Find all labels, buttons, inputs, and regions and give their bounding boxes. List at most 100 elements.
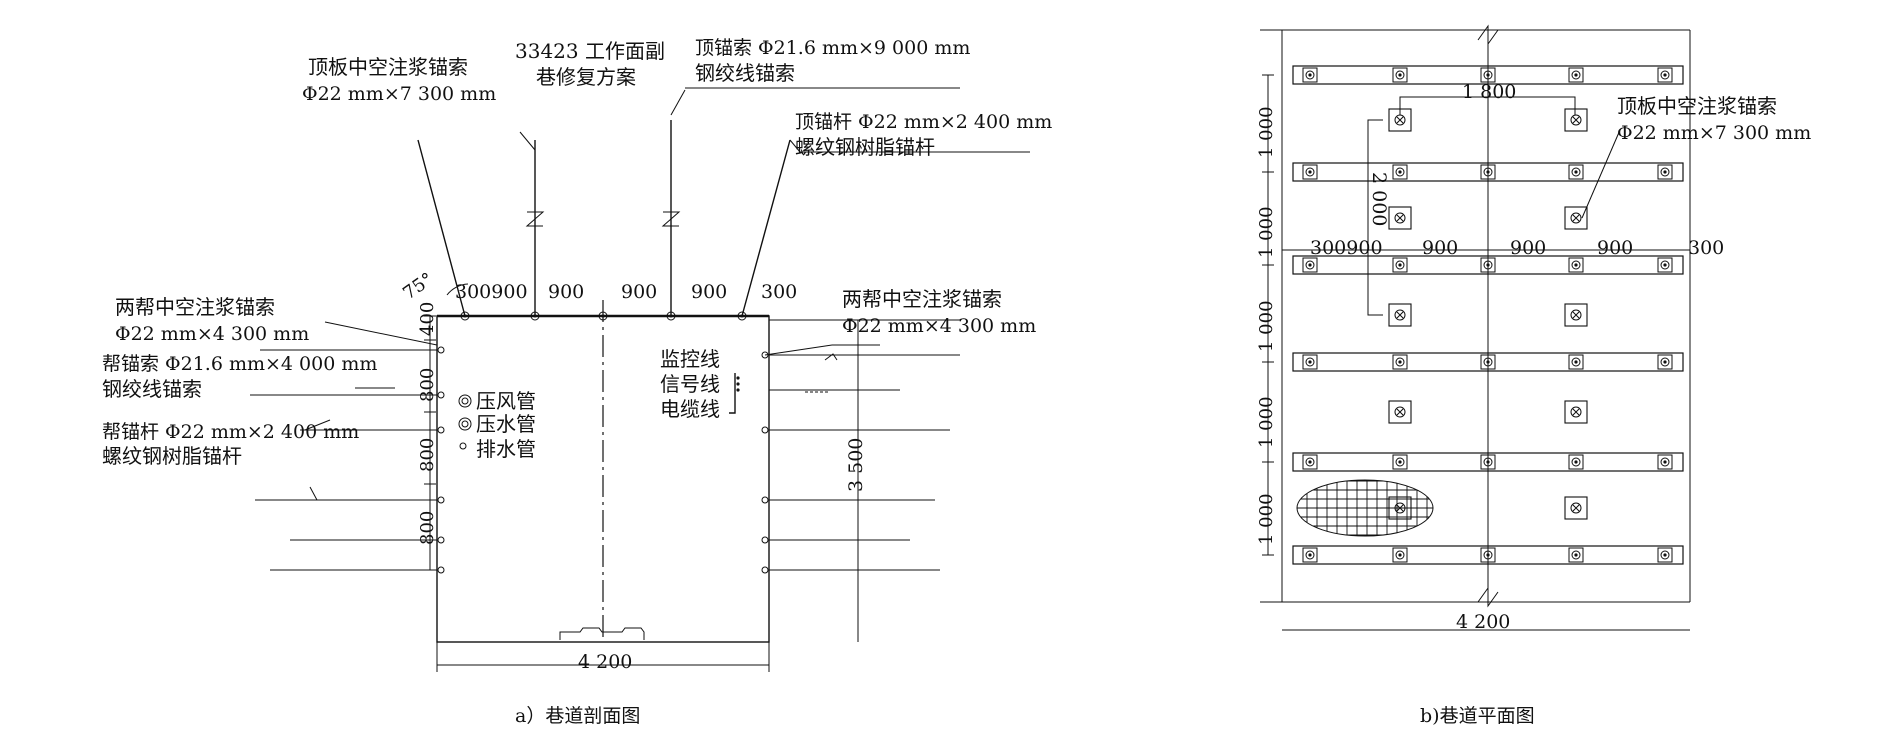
bolt-plate [1302,257,1318,273]
bolt-plate [1568,547,1584,563]
steel-strip-row [1292,545,1684,565]
grout-anchor [1564,206,1588,230]
steel-strip-row [1292,162,1684,182]
grout-anchor-markers [1388,108,1588,520]
bolt-plate [1657,454,1673,470]
bolt-plate [1302,164,1318,180]
left-dim-1: 800 [417,368,438,402]
bolt-plate [1568,454,1584,470]
left-dim-2: 800 [417,438,438,472]
pipe-label-3: 排水管 [476,437,536,461]
bolt-plate [1480,164,1496,180]
bolt-plate [1480,547,1496,563]
grout-anchor [1564,400,1588,424]
bolt-plate [1302,454,1318,470]
plan-row-dim-4: 300 [1688,237,1724,259]
plan-left-dim-1: 1 000 [1256,206,1277,258]
top-dim-1: 900 [548,281,584,303]
bolt-plate [1392,257,1408,273]
plan-view-drawing: 顶板中空注浆锚索 Φ22 mm×7 300 mm 1 800 2 000 300… [1256,24,1811,727]
bolt-plate [1392,454,1408,470]
left-dim-0: 400 [417,302,438,336]
bolt-plate [1480,67,1496,83]
width-dim-label: 4 200 [578,651,632,673]
plan-left-dim-2: 1 000 [1256,300,1277,352]
plan-left-dim-4: 1 000 [1256,493,1277,545]
steel-strip-row [1292,452,1684,472]
bolt-plate [1302,547,1318,563]
right-grout-label-2: Φ22 mm×4 300 mm [842,315,1036,337]
bolt-plate [1657,547,1673,563]
top-dim-3: 900 [691,281,727,303]
plan-dim-2000: 2 000 [1368,172,1390,226]
plan-row-dim-3: 900 [1597,237,1633,259]
plan-left-dim-0: 1 000 [1256,106,1277,158]
bolt-plate [1657,354,1673,370]
pipe-label-2: 压水管 [476,412,536,436]
plan-caption: b)巷道平面图 [1420,705,1535,727]
grout-anchor [1388,206,1412,230]
bolt-plate [1657,257,1673,273]
floor-rail [559,627,645,640]
mesh-patch [1296,479,1434,537]
steel-strip-row [1292,352,1684,372]
pipes [458,394,472,450]
grout-anchor [1388,400,1412,424]
roof-grout-label-1: 顶板中空注浆锚索 [308,55,468,79]
title-line1: 33423 工作面副 [515,39,665,63]
cable-hanger [729,373,736,414]
side-bolt-label-1: 帮锚杆 Φ22 mm×2 400 mm [102,421,359,443]
roof-cable-label-1: 顶锚索 Φ21.6 mm×9 000 mm [695,37,970,59]
plan-grout-label-2: Φ22 mm×7 300 mm [1617,122,1811,144]
right-grout-label-1: 两帮中空注浆锚索 [842,287,1002,311]
bolt-plate [1657,67,1673,83]
bolt-plate [1392,547,1408,563]
bolt-plate [1568,354,1584,370]
plan-width-dim: 4 200 [1456,611,1510,633]
section-caption: a）巷道剖面图 [515,705,640,727]
roof-cable-label-2: 钢绞线锚索 [695,61,795,85]
grout-anchor [1564,108,1588,132]
title-line2: 巷修复方案 [536,65,636,89]
bolt-plate [1302,354,1318,370]
cable-label-1: 监控线 [660,347,720,371]
grout-anchor [1564,303,1588,327]
angle-label: 75° [399,269,437,305]
roof-bolt [741,139,791,317]
dim-2000-bracket [1367,119,1383,316]
side-cable-label-2: 钢绞线锚索 [102,377,202,401]
top-dim-4: 300 [761,281,797,303]
roof-bolt-label-2: 螺纹钢树脂锚杆 [795,135,935,159]
left-wall-anchors [250,346,445,574]
bolt-plate [1480,354,1496,370]
plan-dim-1800: 1 800 [1462,81,1516,103]
grout-anchor [1564,496,1588,520]
plan-grout-label-1: 顶板中空注浆锚索 [1617,94,1777,118]
height-dim-label: 3 500 [845,438,867,492]
bolt-plate [1480,257,1496,273]
bolt-plate [1480,454,1496,470]
bolt-plate [1302,67,1318,83]
plan-row-dim-1: 900 [1422,237,1458,259]
bolt-plate [1392,164,1408,180]
grout-anchor [1388,303,1412,327]
side-bolt-label-2: 螺纹钢树脂锚杆 [102,444,242,468]
left-dim-3: 800 [417,511,438,545]
plan-row-dim-0: 300900 [1310,237,1383,259]
plan-left-dim-3: 1 000 [1256,396,1277,448]
plan-row-dim-2: 900 [1510,237,1546,259]
bolt-plate [1392,67,1408,83]
roof-grout-label-2: Φ22 mm×7 300 mm [302,83,496,105]
steel-strip-row [1292,255,1684,275]
dim-1800-bracket [1399,96,1576,115]
left-grout-label-1: 两帮中空注浆锚索 [115,295,275,319]
bolt-plate [1568,67,1584,83]
steel-strip-row [1292,65,1684,85]
steel-strip-rows [1292,65,1684,565]
roof-anchor-heads [460,311,747,321]
side-cable-label-1: 帮锚索 Φ21.6 mm×4 000 mm [102,353,377,375]
top-dim-0: 300900 [455,281,528,303]
top-dim-2: 900 [621,281,657,303]
cable-label-2: 信号线 [660,372,720,396]
